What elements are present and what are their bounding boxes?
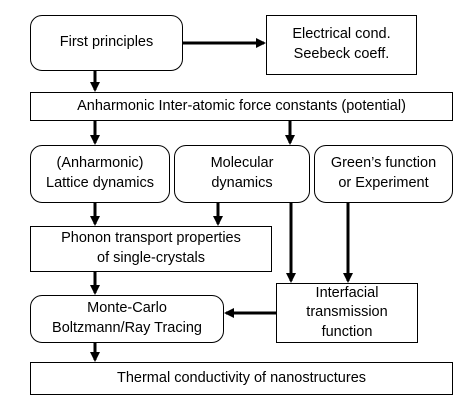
anharmonic-ifc-label: Anharmonic Inter-atomic force constants … bbox=[77, 97, 406, 114]
thermal-conductivity-box: Thermal conductivity of nanostructures bbox=[30, 362, 453, 395]
interfacial-transmission-box: Interfacial transmission function bbox=[276, 283, 418, 343]
greens-function-box: Green’s function or Experiment bbox=[314, 145, 453, 203]
electrical-conductivity-box: Electrical cond. Seebeck coeff. bbox=[266, 15, 417, 75]
greens-function-label: Green’s function or Experiment bbox=[330, 155, 437, 191]
interfacial-transmission-label: Interfacial transmission function bbox=[306, 284, 388, 340]
molecular-dynamics-box: Molecular dynamics bbox=[174, 145, 310, 203]
first-principles-label: First principles bbox=[59, 34, 154, 51]
phonon-transport-box: Phonon transport properties of single-cr… bbox=[30, 226, 272, 272]
monte-carlo-box: Monte-Carlo Boltzmann/Ray Tracing bbox=[30, 295, 224, 343]
molecular-dynamics-label: Molecular dynamics bbox=[210, 155, 274, 191]
phonon-transport-label: Phonon transport properties of single-cr… bbox=[61, 230, 241, 266]
lattice-dynamics-label: (Anharmonic) Lattice dynamics bbox=[46, 155, 154, 191]
electrical-conductivity-label: Electrical cond. Seebeck coeff. bbox=[292, 26, 391, 62]
lattice-dynamics-box: (Anharmonic) Lattice dynamics bbox=[30, 145, 170, 203]
anharmonic-ifc-box: Anharmonic Inter-atomic force constants … bbox=[30, 92, 453, 121]
first-principles-box: First principles bbox=[30, 15, 183, 71]
thermal-conductivity-label: Thermal conductivity of nanostructures bbox=[116, 369, 367, 386]
monte-carlo-label: Monte-Carlo Boltzmann/Ray Tracing bbox=[52, 300, 202, 336]
